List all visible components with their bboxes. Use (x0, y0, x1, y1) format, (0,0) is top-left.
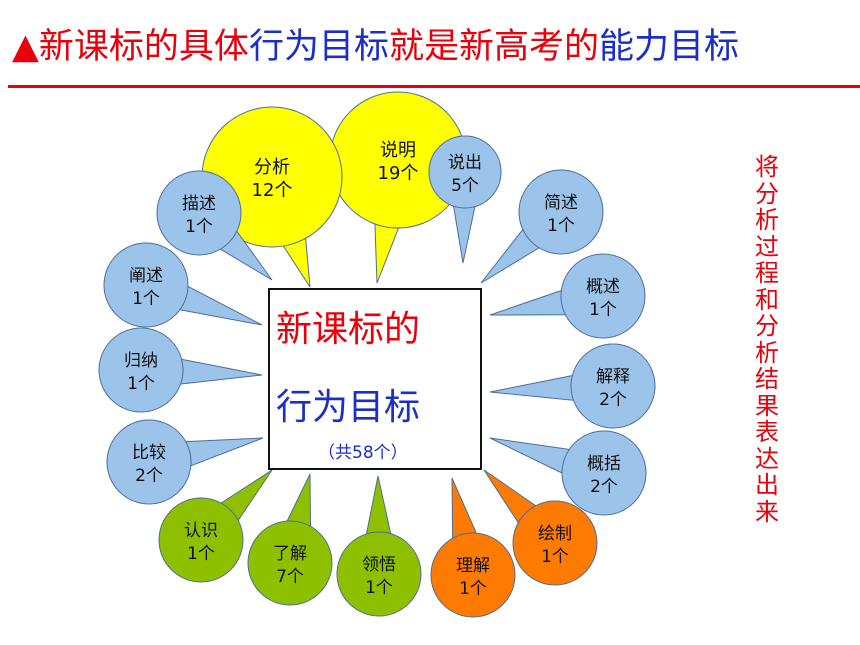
bubble-tail-shuoming (374, 218, 402, 284)
bubble-label-shuochu: 说出 (448, 153, 482, 173)
triangle-icon: ▲ (12, 27, 39, 67)
center-box: 新课标的 行为目标 （共58个） (268, 288, 482, 470)
bubble-gaishu: 概述 1个 (489, 253, 646, 339)
bubble-tail-jieshi (489, 374, 579, 402)
bubble-lijie: 理解 1个 (430, 477, 516, 618)
bubble-tail-gaishu (489, 288, 571, 316)
bubble-label-fenxi: 分析 (254, 157, 290, 178)
bubble-count-huizhi: 1个 (541, 547, 569, 567)
bubble-lingwu: 领悟 1个 (336, 475, 422, 617)
bubble-tail-gaikuo (489, 437, 575, 476)
bubble-count-chanshu: 1个 (132, 289, 160, 309)
bubble-label-guina: 归纳 (124, 351, 158, 371)
bubble-count-jianshu: 1个 (547, 216, 575, 236)
bubble-label-jianshu: 简述 (544, 193, 578, 213)
side-note-vertical: 将分析过程和分析结果表达出来 (755, 153, 779, 526)
bubble-label-shuoming: 说明 (380, 140, 416, 161)
title-part-1: 新课标的具体 (38, 27, 249, 67)
bubble-label-lijie: 理解 (456, 556, 490, 576)
center-total-count: （共58个） (318, 443, 408, 463)
bubble-chanshu: 阐述 1个 (103, 242, 263, 328)
bubble-label-miaoshu: 描述 (182, 194, 216, 214)
bubble-tail-chanshu (175, 283, 263, 326)
bubble-label-bijiao: 比较 (132, 443, 166, 463)
bubble-guina: 归纳 1个 (98, 327, 263, 413)
bubble-count-jieshi: 2个 (599, 390, 627, 410)
bubble-tail-bijiao (180, 437, 264, 468)
bubble-liaojie: 了解 7个 (247, 473, 333, 606)
bubble-jieshi: 解释 2个 (489, 343, 656, 429)
bubble-count-liaojie: 7个 (276, 567, 304, 587)
bubble-jianshu: 简述 1个 (480, 169, 604, 284)
bubble-label-lingwu: 领悟 (362, 555, 396, 575)
bubble-count-renshi: 1个 (187, 544, 215, 564)
bubble-huizhi: 绘制 1个 (483, 469, 598, 586)
bubble-label-liaojie: 了解 (273, 544, 307, 564)
center-title-line-2: 行为目标 (276, 387, 421, 428)
bubble-label-huizhi: 绘制 (538, 524, 572, 544)
title-part-5: 能力目标 (598, 27, 739, 67)
bubble-label-gaikuo: 概括 (587, 454, 621, 474)
bubble-tail-guina (175, 357, 263, 386)
slide-title: ▲新课标的具体行为目标就是新高考的能力目标 (12, 26, 739, 68)
bubble-shuochu: 说出 5个 (428, 135, 502, 264)
title-part-3: 就是 (388, 27, 459, 67)
bubble-renshi: 认识 1个 (158, 469, 273, 583)
bubble-label-renshi: 认识 (184, 521, 218, 541)
bubble-count-lijie: 1个 (459, 579, 487, 599)
center-title-line-1: 新课标的 (276, 309, 421, 350)
bubble-count-bijiao: 2个 (135, 466, 163, 486)
title-part-2: 行为目标 (248, 27, 389, 67)
title-divider (8, 85, 860, 88)
bubble-label-gaishu: 概述 (586, 277, 620, 297)
bubble-count-guina: 1个 (127, 374, 155, 394)
bubble-label-jieshi: 解释 (596, 367, 630, 387)
bubble-label-chanshu: 阐述 (129, 266, 163, 286)
bubble-tail-lingwu (365, 475, 393, 539)
bubble-bijiao: 比较 2个 (106, 419, 264, 505)
bubble-count-shuoming: 19个 (378, 163, 419, 184)
bubble-tail-shuochu (452, 201, 477, 264)
bubble-count-shuochu: 5个 (451, 176, 479, 196)
bubble-count-miaoshu: 1个 (185, 217, 213, 237)
bubble-count-gaishu: 1个 (589, 300, 617, 320)
bubble-count-lingwu: 1个 (365, 578, 393, 598)
title-part-4: 新高考的 (458, 27, 599, 67)
bubble-count-gaikuo: 2个 (590, 477, 618, 497)
bubble-count-fenxi: 12个 (252, 180, 293, 201)
bubble-miaoshu: 描述 1个 (156, 170, 273, 281)
bubble-gaikuo: 概括 2个 (489, 430, 647, 516)
